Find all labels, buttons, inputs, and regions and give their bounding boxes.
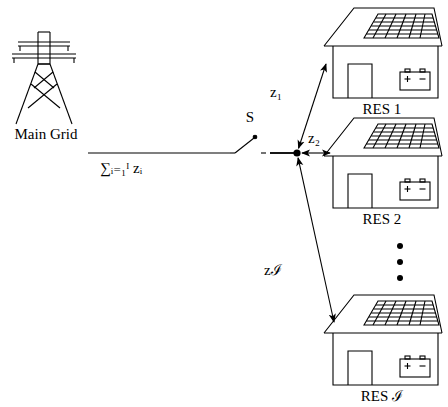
house-icon — [316, 287, 444, 387]
power-line — [270, 153, 334, 322]
node-label: RES ℐ — [316, 387, 448, 405]
grid-node: Main Grid — [4, 28, 88, 158]
house-node: RES ℐ — [316, 287, 448, 405]
house-icon — [316, 0, 444, 100]
edge-label: ∑ᵢ₌₁ᴵ zᵢ — [98, 160, 144, 177]
node-label: Main Grid — [4, 125, 88, 143]
pylon-icon — [4, 28, 84, 128]
power-line — [270, 64, 326, 153]
house-node: RES 2 — [316, 110, 448, 228]
junction-dot — [293, 149, 300, 156]
switch-node: S — [230, 110, 270, 158]
edge-label: z₂ — [306, 130, 322, 147]
house-node: RES 1 — [316, 0, 448, 118]
house-icon — [316, 110, 444, 210]
node-label: RES 2 — [316, 210, 448, 228]
edge-label: zℐ — [262, 262, 284, 279]
power-line — [88, 153, 230, 154]
switch-label: S — [230, 108, 270, 126]
node-label: RES 1 — [316, 100, 448, 118]
edge-label: z₁ — [268, 84, 284, 101]
ellipsis-dots — [397, 243, 403, 281]
